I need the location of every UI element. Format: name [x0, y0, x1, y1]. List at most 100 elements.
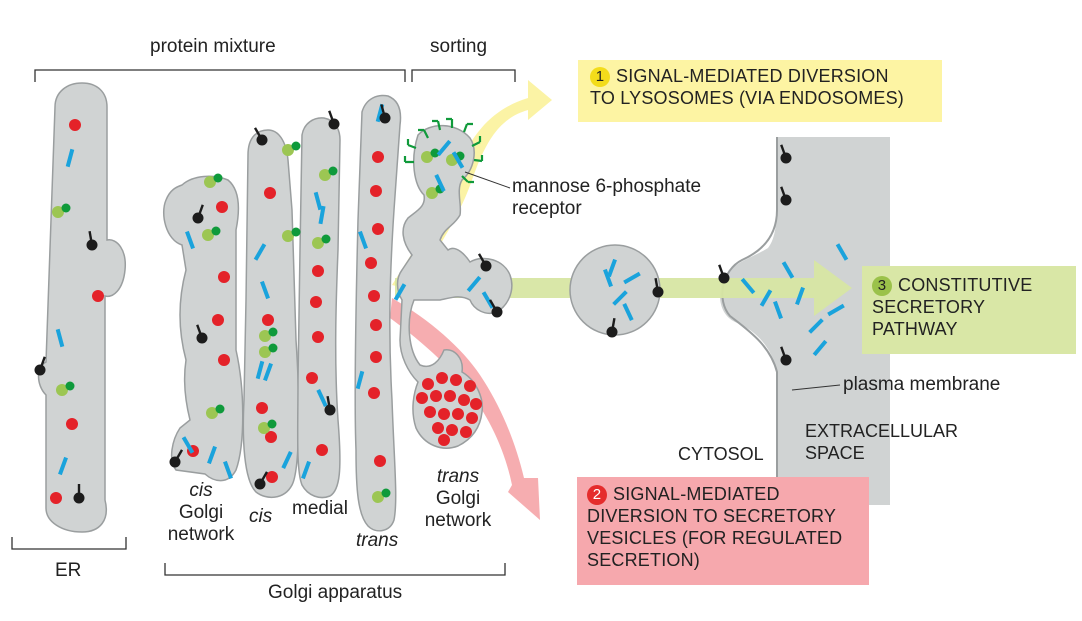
red-protein	[372, 223, 384, 235]
receptor	[471, 136, 482, 147]
blue-protein	[181, 436, 195, 454]
red-secretory-protein	[438, 408, 450, 420]
regulated-box-line-3: VESICLES (FOR REGULATED	[587, 528, 843, 548]
green-protein	[65, 381, 75, 391]
extracellular-region	[719, 137, 890, 505]
blue-protein	[827, 303, 845, 317]
cis-cisterna-label: cis	[249, 506, 273, 527]
trans-cisterna	[354, 94, 402, 532]
light-green-protein	[372, 491, 384, 503]
blue-protein	[318, 205, 326, 225]
blue-protein	[255, 360, 265, 380]
receptor	[461, 175, 474, 184]
blue-protein	[58, 456, 68, 476]
trans-golgi-network-line-2: Golgi	[435, 488, 481, 509]
membrane-protein-stalk	[198, 204, 204, 215]
red-protein	[92, 290, 104, 302]
cis-golgi-network-label: cis Golgi network	[164, 480, 238, 546]
red-secretory-protein	[430, 390, 442, 402]
green-protein	[328, 166, 338, 176]
blue-protein	[263, 362, 273, 382]
red-secretory-protein	[436, 372, 448, 384]
membrane-protein-stalk	[488, 299, 497, 310]
blue-protein	[622, 302, 634, 322]
membrane-protein-stalk	[780, 346, 786, 357]
red-secretory-protein	[452, 408, 464, 420]
red-protein	[365, 257, 377, 269]
membrane-protein-stalk	[88, 231, 93, 242]
golgi-apparatus-label: Golgi apparatus	[268, 582, 403, 603]
red-secretory-protein	[466, 412, 478, 424]
light-green-protein	[259, 330, 271, 342]
receptor	[406, 139, 417, 150]
pathway-number-1: 1	[590, 67, 610, 87]
blue-protein	[603, 268, 613, 288]
blue-protein	[759, 289, 773, 307]
light-green-protein	[258, 422, 270, 434]
cytosol-label: CYTOSOL	[678, 444, 764, 464]
membrane-protein-marker	[86, 239, 98, 251]
blue-protein	[355, 370, 365, 390]
red-protein	[256, 402, 268, 414]
regulated-box-line-1: SIGNAL-MEDIATED	[613, 484, 780, 504]
blue-protein	[781, 261, 795, 279]
proteins	[34, 103, 849, 504]
membrane-protein-stalk	[477, 253, 486, 264]
er-label: ER	[55, 560, 82, 581]
light-green-protein	[312, 237, 324, 249]
receptor	[432, 119, 442, 131]
cis-golgi-network-line-2: Golgi	[178, 502, 224, 523]
membrane-protein-stalk	[328, 110, 334, 121]
red-protein	[312, 265, 324, 277]
plasma-membrane-label: plasma membrane	[843, 374, 1001, 395]
light-green-protein	[319, 169, 331, 181]
blue-protein	[612, 290, 628, 306]
red-protein	[212, 314, 224, 326]
green-protein	[381, 488, 391, 498]
pathway-number-2: 2	[587, 485, 607, 505]
green-protein	[215, 404, 225, 414]
light-green-protein	[282, 144, 294, 156]
membrane-protein-marker	[480, 260, 492, 272]
red-secretory-protein	[446, 424, 458, 436]
receptor-label-line	[464, 171, 511, 189]
membrane-protein-stalk	[780, 186, 786, 197]
membrane-protein-marker	[169, 456, 181, 468]
red-protein	[262, 314, 274, 326]
membrane-protein-marker	[780, 152, 792, 164]
trans-golgi-network-label: trans Golgi network	[410, 466, 506, 532]
membrane-protein-stalk	[260, 471, 269, 482]
trans-golgi-network-line-3: network	[424, 510, 492, 531]
red-protein	[372, 151, 384, 163]
green-protein	[430, 148, 440, 158]
red-protein	[368, 290, 380, 302]
red-protein	[218, 354, 230, 366]
receptor	[446, 117, 454, 128]
compartments	[37, 82, 661, 533]
receptor	[462, 122, 473, 133]
receptor-label: mannose 6-phosphate receptor	[512, 176, 701, 220]
red-protein	[370, 351, 382, 363]
red-secretory-protein	[460, 426, 472, 438]
receptor	[403, 156, 414, 164]
red-protein	[266, 471, 278, 483]
protein-mixture-label: protein mixture	[150, 36, 276, 57]
er-compartment	[37, 82, 126, 533]
red-secretory-protein	[444, 390, 456, 402]
light-green-protein	[282, 230, 294, 242]
red-protein	[310, 296, 322, 308]
light-green-protein	[206, 407, 218, 419]
protein-mixture-bracket	[34, 69, 406, 82]
membrane-protein-marker	[196, 332, 208, 344]
red-protein	[218, 271, 230, 283]
receptor	[418, 128, 429, 139]
cis-golgi-network-compartment	[162, 175, 244, 482]
blue-protein	[623, 271, 641, 285]
red-secretory-protein	[438, 434, 450, 446]
receptor-label-line-2: receptor	[512, 198, 582, 219]
green-protein	[268, 343, 278, 353]
light-green-protein	[426, 187, 438, 199]
red-protein	[216, 201, 228, 213]
regulated-box-line-4: SECRETION)	[587, 550, 701, 570]
